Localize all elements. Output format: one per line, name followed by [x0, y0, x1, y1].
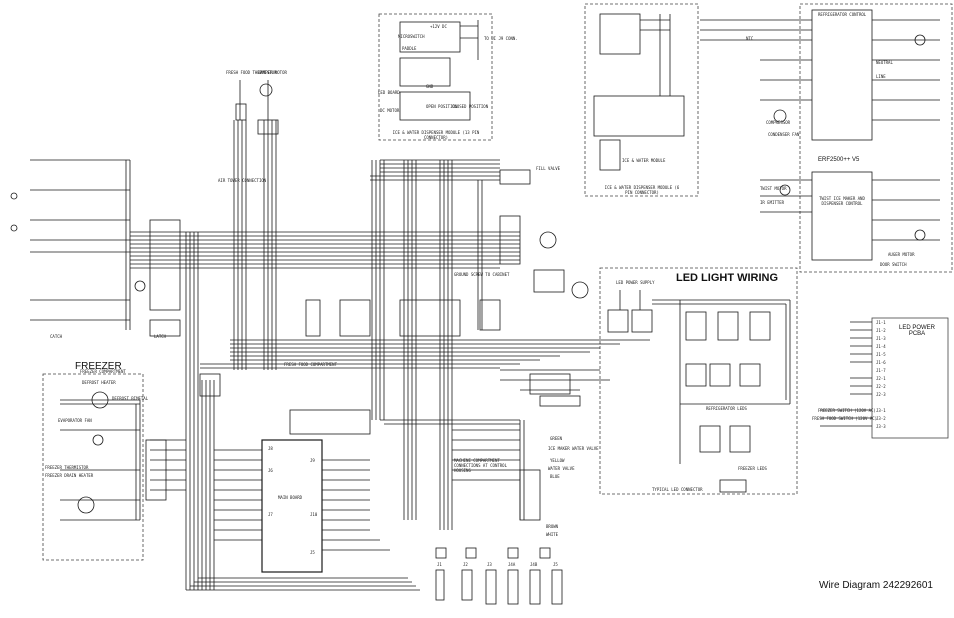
closed-position-label: CLOSED POSITION	[452, 104, 489, 109]
water-valve-label: WATER VALVE	[548, 466, 575, 471]
main-board-pin-j6: J6	[268, 468, 273, 473]
plus12vdc-label: +12V DC	[430, 24, 447, 29]
neutral-label: NEUTRAL	[876, 60, 893, 65]
typical-led-connector-label: TYPICAL LED CONNECTOR	[652, 487, 703, 492]
damper-motor-label: DAMPER MOTOR	[258, 70, 287, 75]
main-board-pin-j7: J7	[268, 512, 273, 517]
open-position-label: OPEN POSITION	[426, 104, 458, 109]
led-pin-j2-2: J2-2	[876, 384, 886, 389]
led-power-pcba-title: LED POWER PCBA	[898, 325, 935, 337]
freezer-leds-label: FREEZER LEDS	[738, 466, 767, 471]
led-pin-j1-4: J1-4	[876, 344, 886, 349]
catch-label: CATCH	[50, 334, 63, 339]
led-pin-j1-6: J1-6	[876, 360, 886, 365]
main-board-pin-j10: J10	[310, 512, 318, 517]
fresh-food-thermistor-label: FRESH FOOD THERMISTOR	[226, 70, 277, 75]
connector-j3-label: J3	[487, 562, 492, 567]
led-pin-j2-1: J2-1	[876, 376, 886, 381]
fresh-food-switch-label: FRESH FOOD SWITCH (120V AC)	[812, 416, 878, 421]
led-pin-j1-5: J1-5	[876, 352, 886, 357]
twist-ice-title: TWIST ICE MAKER AND DISPENSER CONTROL	[819, 196, 865, 206]
fill-valve-label: FILL VALVE	[536, 166, 561, 171]
led-pin-j3-3: J3-3	[876, 424, 886, 429]
led-power-supply-label: LED POWER SUPPLY	[616, 280, 655, 285]
ground-screw-label: GROUND SCREW TO CABINET	[454, 272, 510, 277]
led-pin-j3-1: J3-1	[876, 408, 886, 413]
ice-maker-water-valve-label: ICE MAKER WATER VALVE	[548, 446, 599, 451]
connector-j4b-label: J4B	[530, 562, 538, 567]
green-wire-label: GREEN	[550, 436, 563, 441]
led-pin-j1-3: J1-3	[876, 336, 886, 341]
ice-water-module-6pin-panel	[584, 3, 699, 197]
connector-j4a-label: J4A	[508, 562, 516, 567]
main-board-pin-j8: J8	[268, 446, 273, 451]
freezer-panel	[42, 373, 144, 561]
white-wire-label: WHITE	[546, 532, 559, 537]
main-board-pin-j5: J5	[310, 550, 315, 555]
twist-motor-label: TWIST MOTOR	[760, 186, 787, 191]
led-pin-j1-7: J1-7	[876, 368, 886, 373]
gnd-label: GND	[426, 84, 434, 89]
ice-water-module-13pin-panel	[378, 13, 493, 141]
condenser-fan-label: CONDENSER FAN	[768, 132, 800, 137]
led-light-wiring-title: LED LIGHT WIRING	[676, 272, 779, 284]
defrost-bimetal-label: DEFROST BIMETAL	[112, 396, 149, 401]
connector-j5-label: J5	[553, 562, 558, 567]
led-pin-j2-3: J2-3	[876, 392, 886, 397]
refrigerator-leds-label: REFRIGERATOR LEDS	[706, 406, 747, 411]
ice-water-module-label: ICE & WATER MODULE	[622, 158, 666, 163]
led-board-label: LED BOARD	[378, 90, 400, 95]
led-pin-j1-1: J1-1	[876, 320, 886, 325]
freezer-drain-heater-label: FREEZER DRAIN HEATER	[45, 473, 94, 478]
main-board	[261, 439, 323, 573]
led-pin-j1-2: J1-2	[876, 328, 886, 333]
freezer-compartment-label: FREEZER COMPARTMENT	[80, 369, 126, 374]
machine-compartment-label: MACHINE COMPARTMENT CONNECTIONS AT CONTR…	[454, 458, 507, 473]
microswitch-label: MICROSWITCH	[398, 34, 425, 39]
refrigerator-control-title: REFRIGERATOR CONTROL	[818, 12, 867, 17]
erf-title: ERF2500++ V5	[818, 157, 860, 163]
air-tower-connection-label: AIR TOWER CONNECTION	[218, 178, 267, 183]
compressor-label: COMPRESSOR	[766, 120, 791, 125]
freezer-title: FREEZER	[75, 361, 122, 372]
twist-ice-control-board	[811, 171, 873, 261]
yellow-wire-label: YELLOW	[550, 458, 565, 463]
brown-wire-label: BROWN	[546, 524, 559, 529]
footer-diagram-id: Wire Diagram 242292601	[819, 580, 933, 591]
defrost-heater-label: DEFROST HEATER	[82, 380, 116, 385]
fresh-food-compartment-label: FRESH FOOD COMPARTMENT	[284, 362, 337, 367]
ice-water-module-6pin-title: ICE & WATER DISPENSER MODULE (6 PIN CONN…	[604, 185, 680, 195]
ir-emitter-label: IR EMITTER	[760, 200, 785, 205]
evaporator-fan-label: EVAPORATOR FAN	[58, 418, 92, 423]
freezer-thermistor-label: FREEZER THERMISTOR	[45, 465, 89, 470]
blue-wire-label: BLUE	[550, 474, 560, 479]
connector-j2-label: J2	[463, 562, 468, 567]
main-board-pin-j9: J9	[310, 458, 315, 463]
led-pin-j3-2: J3-2	[876, 416, 886, 421]
auger-motor-label: AUGER MOTOR	[888, 252, 915, 257]
door-switch-label: DOOR SWITCH	[880, 262, 907, 267]
main-board-title: MAIN BOARD	[278, 495, 303, 500]
dc-motor-label: DC MOTOR	[380, 108, 400, 113]
connector-j1-label: J1	[437, 562, 442, 567]
erf-control-board	[811, 9, 873, 141]
to-ui-connector-label: TO UI J9 CONN.	[484, 36, 518, 41]
paddle-label: PADDLE	[402, 46, 417, 51]
freezer-switch-label: FREEZER SWITCH (120V AC)	[818, 408, 876, 413]
refrigerator-control-panel	[799, 3, 953, 273]
led-light-wiring-panel	[599, 267, 798, 495]
line-label: LINE	[876, 74, 886, 79]
latch-label: LATCH	[154, 334, 167, 339]
ice-water-module-13pin-title: ICE & WATER DISPENSER MODULE (13 PIN CON…	[392, 130, 480, 140]
ntc-label: NTC	[746, 36, 754, 41]
